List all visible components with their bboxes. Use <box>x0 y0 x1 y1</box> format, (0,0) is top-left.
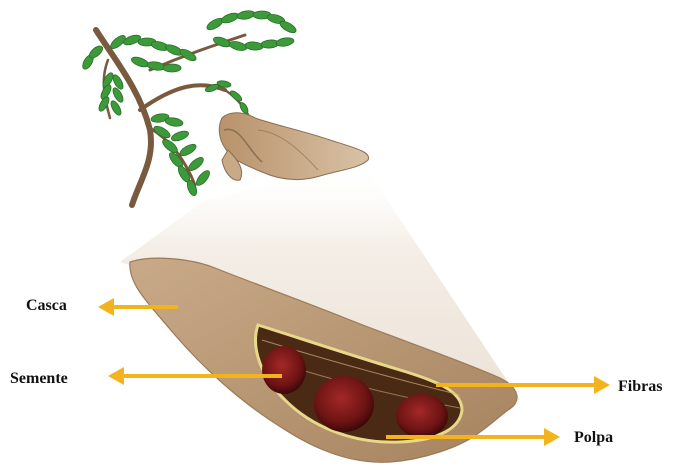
seed-1 <box>262 346 306 394</box>
tamarind-branch-icon <box>81 9 298 205</box>
label-semente: Semente <box>10 371 68 387</box>
label-polpa: Polpa <box>574 430 613 446</box>
seed-3 <box>396 394 448 438</box>
seed-2 <box>314 376 374 432</box>
label-fibras: Fibras <box>618 379 662 395</box>
label-casca: Casca <box>26 298 67 314</box>
